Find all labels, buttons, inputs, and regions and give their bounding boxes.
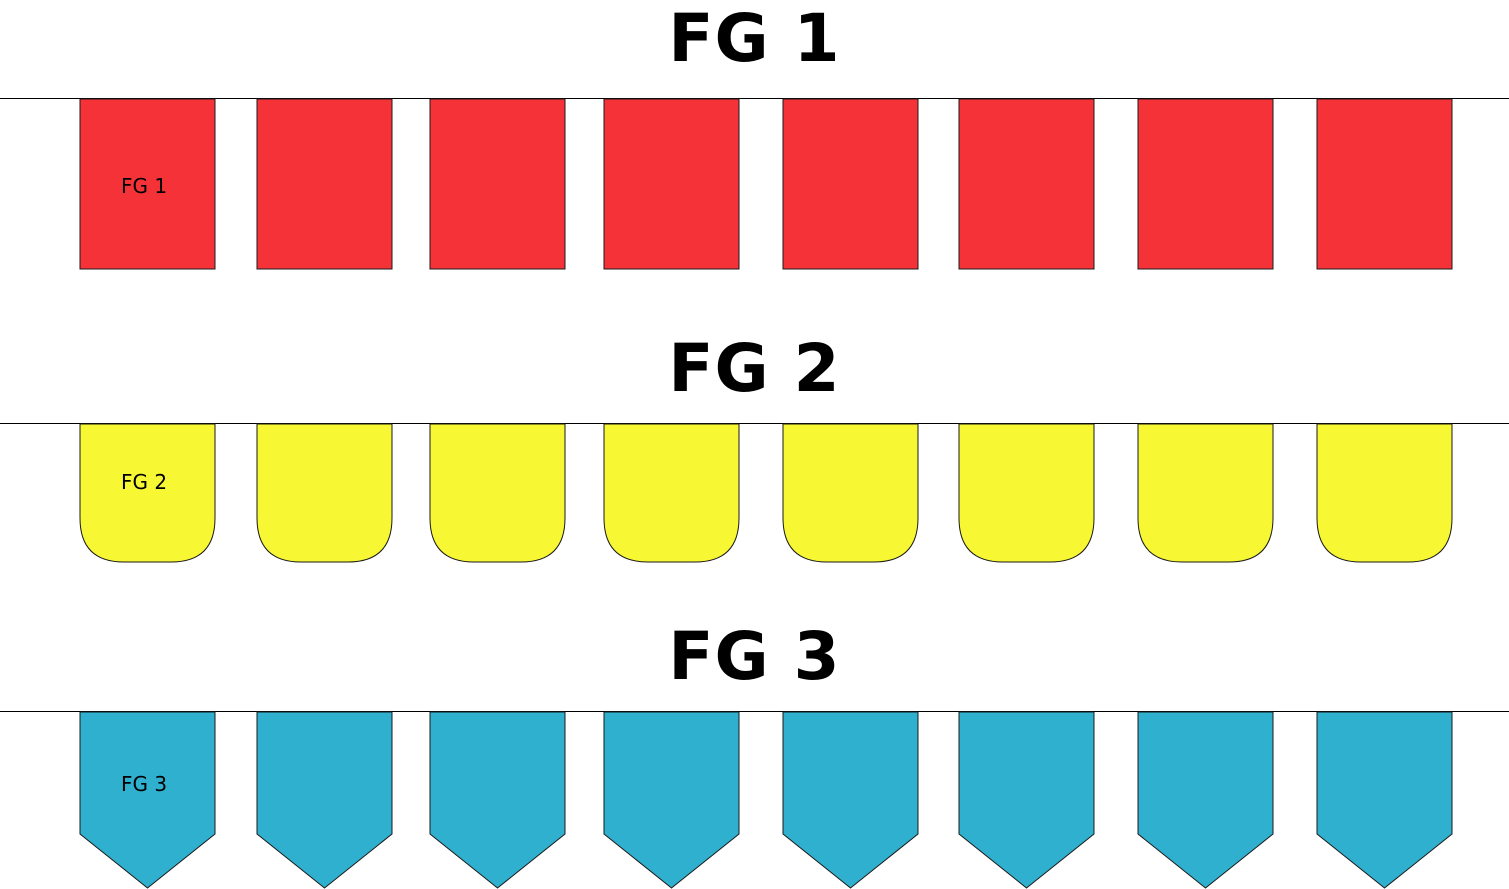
fg2-flag-3 bbox=[429, 423, 566, 563]
fg2-flag-label: FG 2 bbox=[121, 470, 167, 494]
fg1-heading: FG 1 bbox=[668, 0, 841, 77]
fg3-flag-1 bbox=[79, 711, 216, 889]
fg1-flag-4 bbox=[603, 98, 740, 270]
fg3-flag-3 bbox=[429, 711, 566, 889]
fg1-flag-1 bbox=[79, 98, 216, 270]
fg1-flag-7 bbox=[1137, 98, 1274, 270]
fg2-flag-4 bbox=[603, 423, 740, 563]
fg2-flag-1 bbox=[79, 423, 216, 563]
fg2-flag-6 bbox=[958, 423, 1095, 563]
fg1-flag-6 bbox=[958, 98, 1095, 270]
fg3-flag-2 bbox=[256, 711, 393, 889]
fg3-flag-8 bbox=[1316, 711, 1453, 889]
fg2-flag-5 bbox=[782, 423, 919, 563]
fg2-flag-8 bbox=[1316, 423, 1453, 563]
fg3-flag-label: FG 3 bbox=[121, 772, 167, 796]
fg3-heading: FG 3 bbox=[668, 618, 841, 695]
fg1-flag-5 bbox=[782, 98, 919, 270]
fg2-heading: FG 2 bbox=[668, 330, 841, 407]
fg2-string-line bbox=[0, 423, 1509, 424]
fg1-flag-label: FG 1 bbox=[121, 174, 167, 198]
fg3-flag-5 bbox=[782, 711, 919, 889]
fg1-flag-3 bbox=[429, 98, 566, 270]
fg3-string-line bbox=[0, 711, 1509, 712]
fg3-flag-6 bbox=[958, 711, 1095, 889]
fg3-flag-7 bbox=[1137, 711, 1274, 889]
fg2-flag-7 bbox=[1137, 423, 1274, 563]
fg1-flag-8 bbox=[1316, 98, 1453, 270]
fg3-flag-4 bbox=[603, 711, 740, 889]
fg2-flag-2 bbox=[256, 423, 393, 563]
fg1-string-line bbox=[0, 98, 1509, 99]
fg1-flag-2 bbox=[256, 98, 393, 270]
